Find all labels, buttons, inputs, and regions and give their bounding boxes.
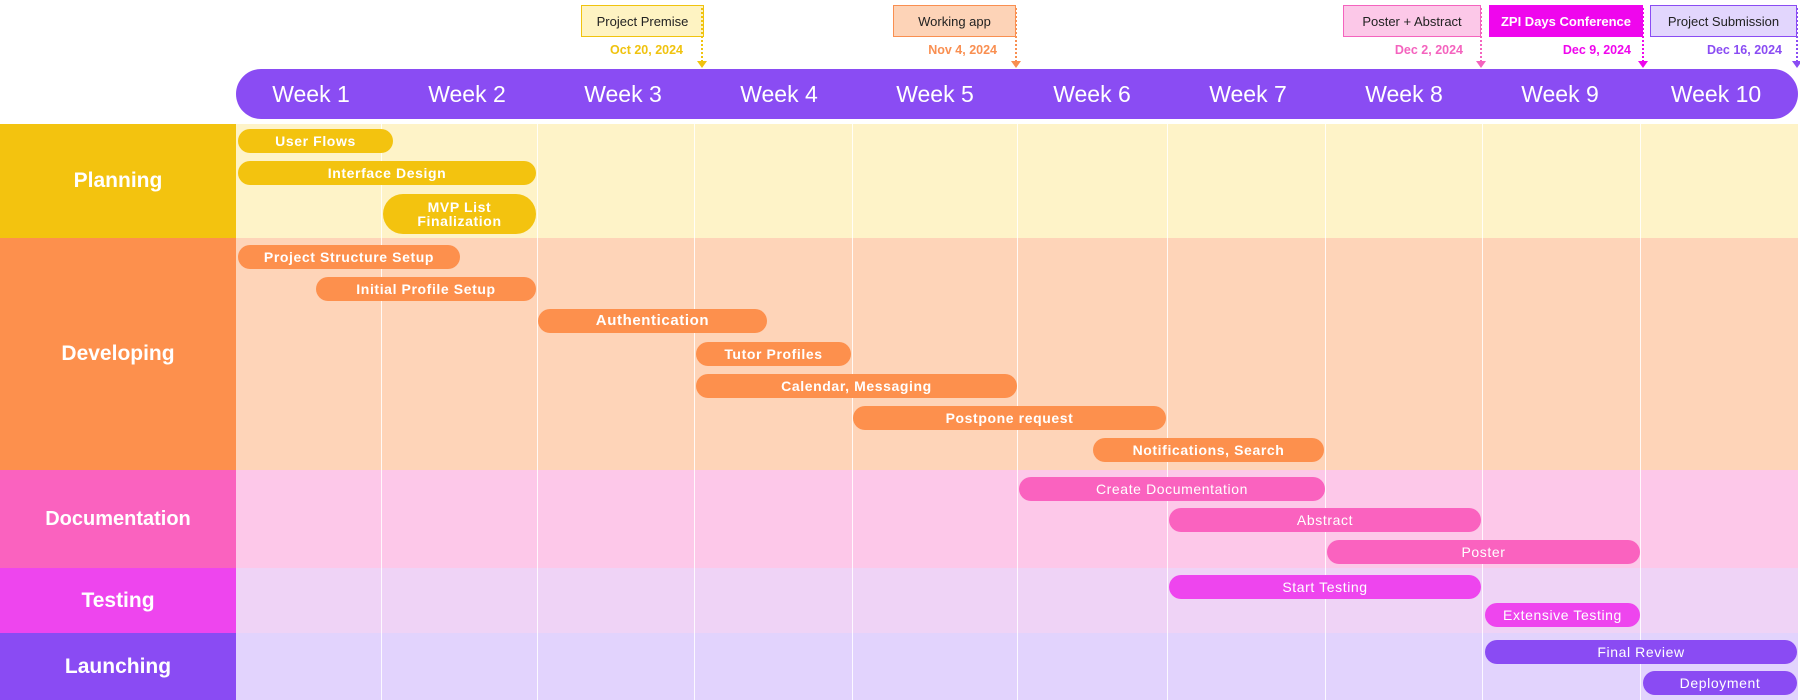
task-bar-postpone-request[interactable]: Postpone request bbox=[853, 406, 1166, 430]
week-label: Week 3 bbox=[584, 81, 662, 107]
milestone-working-app: Working app bbox=[893, 5, 1016, 37]
week-gridline bbox=[852, 124, 853, 700]
week-label: Week 1 bbox=[272, 81, 350, 107]
phase-label-testing: Testing bbox=[0, 568, 236, 633]
milestone-date: Dec 9, 2024 bbox=[1562, 43, 1631, 57]
week-label: Week 5 bbox=[896, 81, 974, 107]
phase-label-developing: Developing bbox=[0, 238, 236, 470]
phase-label-planning: Planning bbox=[0, 124, 236, 238]
task-bar-deployment[interactable]: Deployment bbox=[1643, 671, 1797, 695]
week-gridline bbox=[694, 124, 695, 700]
task-bar-project-structure-setup[interactable]: Project Structure Setup bbox=[238, 245, 460, 269]
milestone-zpi-days-conference: ZPI Days Conference bbox=[1489, 5, 1643, 37]
arrow-down-icon bbox=[1476, 61, 1486, 68]
week-gridline bbox=[381, 124, 382, 700]
task-bar-create-documentation[interactable]: Create Documentation bbox=[1019, 477, 1325, 501]
milestone-connector bbox=[1796, 8, 1798, 62]
phase-label-launching: Launching bbox=[0, 633, 236, 700]
task-bar-poster[interactable]: Poster bbox=[1327, 540, 1640, 564]
week-label: Week 8 bbox=[1365, 81, 1443, 107]
milestone-connector bbox=[1480, 8, 1482, 62]
week-label: Week 7 bbox=[1209, 81, 1287, 107]
milestone-connector bbox=[701, 8, 703, 62]
week-gridline bbox=[1640, 124, 1641, 700]
week-label: Week 9 bbox=[1521, 81, 1599, 107]
task-bar-final-review[interactable]: Final Review bbox=[1485, 640, 1797, 664]
milestone-project-submission: Project Submission bbox=[1650, 5, 1797, 37]
task-bar-extensive-testing[interactable]: Extensive Testing bbox=[1485, 603, 1640, 627]
milestone-poster-abstract: Poster + Abstract bbox=[1343, 5, 1481, 37]
task-bar-interface-design[interactable]: Interface Design bbox=[238, 161, 536, 185]
task-bar-mvp-list-finalization[interactable]: MVP List Finalization bbox=[383, 194, 536, 234]
milestone-date: Dec 2, 2024 bbox=[1394, 43, 1463, 57]
week-label: Week 2 bbox=[428, 81, 506, 107]
arrow-down-icon bbox=[1792, 61, 1800, 68]
task-bar-calendar-messaging[interactable]: Calendar, Messaging bbox=[696, 374, 1017, 398]
week-gridline bbox=[1167, 124, 1168, 700]
week-gridline bbox=[537, 124, 538, 700]
milestone-date: Nov 4, 2024 bbox=[928, 43, 997, 57]
arrow-down-icon bbox=[1638, 61, 1648, 68]
week-header: Week 1 Week 2 Week 3 Week 4 Week 5 Week … bbox=[236, 69, 1798, 119]
task-bar-abstract[interactable]: Abstract bbox=[1169, 508, 1481, 532]
week-label: Week 10 bbox=[1670, 81, 1762, 107]
arrow-down-icon bbox=[697, 61, 707, 68]
task-bar-initial-profile-setup[interactable]: Initial Profile Setup bbox=[316, 277, 536, 301]
task-bar-start-testing[interactable]: Start Testing bbox=[1169, 575, 1481, 599]
week-label: Week 4 bbox=[740, 81, 818, 107]
week-gridline bbox=[1482, 124, 1483, 700]
milestone-date: Oct 20, 2024 bbox=[610, 43, 683, 57]
milestone-project-premise: Project Premise bbox=[581, 5, 704, 37]
task-bar-notifications-search[interactable]: Notifications, Search bbox=[1093, 438, 1324, 462]
task-bar-tutor-profiles[interactable]: Tutor Profiles bbox=[696, 342, 851, 366]
task-bar-authentication[interactable]: Authentication bbox=[538, 309, 767, 333]
week-label: Week 6 bbox=[1053, 81, 1131, 107]
arrow-down-icon bbox=[1011, 61, 1021, 68]
phase-label-documentation: Documentation bbox=[0, 470, 236, 568]
week-gridline bbox=[1325, 124, 1326, 700]
milestone-date: Dec 16, 2024 bbox=[1706, 43, 1782, 57]
milestone-connector bbox=[1642, 8, 1644, 62]
task-bar-user-flows[interactable]: User Flows bbox=[238, 129, 393, 153]
milestone-connector bbox=[1015, 8, 1017, 62]
